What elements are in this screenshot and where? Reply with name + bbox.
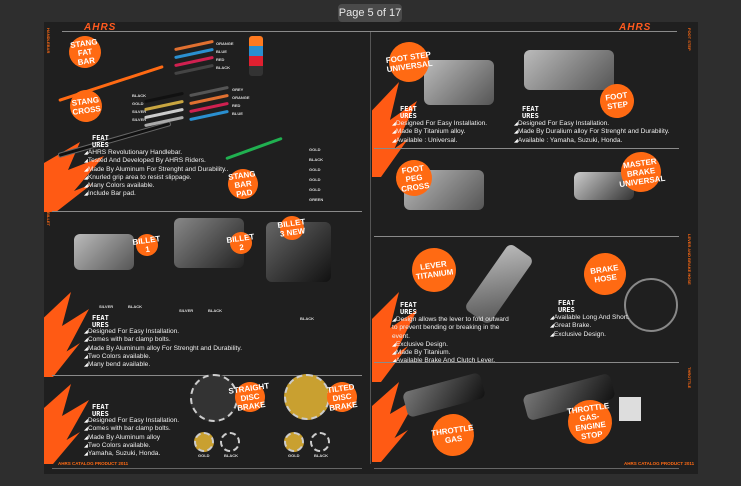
badge-throttle-gas: THROTTLE GAS — [429, 411, 477, 459]
billet-features: Designed For Easy Installation.Comes wit… — [84, 328, 242, 369]
brand-logo-left: AHRS — [84, 22, 117, 33]
feature-item: Available : Universal. — [392, 137, 487, 145]
color-label: ORANGE — [216, 41, 234, 46]
feature-item: Knurled grip area to resist slippage. — [84, 174, 228, 182]
features-heading: FEAT URES — [92, 403, 109, 418]
color-label: GOLD — [309, 177, 321, 182]
feature-item: Made By Aluminum alloy For Strenght and … — [84, 345, 242, 353]
color-label: ORANGE — [232, 95, 250, 100]
color-label: RED — [216, 57, 225, 62]
badge-stang-bar-pad: STANG BAR PAD — [226, 167, 260, 201]
feature-item: Two Colors available. — [84, 353, 242, 361]
feature-item: Many Colors available. — [84, 182, 228, 190]
variant-label: SILVER — [179, 308, 194, 313]
color-label: GOLD — [309, 167, 321, 172]
feature-item: Designed For Easy Installation. — [514, 120, 669, 128]
badge-tilted-disc: TILTED DISC BRAKE — [325, 380, 359, 414]
disc-features: Designed For Easy Installation.Comes wit… — [84, 417, 179, 458]
feature-item: Made By Aluminum For Strenght and Durabi… — [84, 166, 229, 174]
feature-item: Made By Titanium. — [392, 349, 512, 357]
features-heading: FEAT URES — [92, 134, 109, 149]
badge-straight-disc: STRAIGHT DISC BRAKE — [227, 380, 270, 414]
brake-hose-features: Available Long And Short.Great Brake.Exc… — [550, 314, 630, 339]
color-label: GREEN — [309, 197, 324, 202]
feature-item: Designed For Easy Installation. — [392, 120, 487, 128]
color-label: BLACK — [309, 157, 323, 162]
feature-item: Yamaha, Suzuki, Honda. — [84, 450, 179, 458]
footer-right: AHRS CATALOG PRODUCT 2011 — [624, 461, 695, 466]
feature-item: Tested And Developed By AHRS Riders. — [84, 157, 228, 165]
feature-item: Available : Yamaha, Suzuki, Honda. — [514, 137, 669, 145]
badge-billet-2: BILLET 2 — [226, 230, 255, 256]
feature-item: Made By Duralium alloy For Strenght and … — [514, 128, 670, 136]
feature-item: Two Colors available. — [84, 442, 179, 450]
feature-item: Many bend available. — [84, 361, 242, 369]
feature-item: AHRS Revolutionary Handlebar. — [84, 149, 228, 157]
color-label: BLACK — [132, 93, 146, 98]
side-label: THROTTLE — [687, 367, 692, 389]
color-label: GREY — [232, 87, 244, 92]
color-label: BLACK — [216, 65, 230, 70]
feature-item: Great Brake. — [550, 322, 630, 330]
lever-features: Design allows the lever to fold outward … — [392, 316, 512, 366]
badge-lever-titanium: LEVER TITANIUM — [409, 245, 459, 295]
feature-item: Exclusive Design. — [392, 341, 512, 349]
footstep-universal-features: Designed For Easy Installation.Made By T… — [392, 120, 487, 145]
variant-label: BLACK — [208, 308, 222, 313]
color-label: SILVER — [132, 109, 147, 114]
badge-brake-hose: BRAKE HOSE — [581, 250, 629, 298]
features-heading: FEAT URES — [400, 105, 417, 120]
feature-item: Include Bar pad. — [84, 190, 228, 198]
side-label: HANDLEBAR — [46, 28, 51, 54]
feature-item: Made By Aluminum alloy — [84, 434, 179, 442]
feature-item: Exclusive Design. — [550, 331, 630, 339]
feature-item: Designed For Easy Installation. — [84, 328, 242, 336]
feature-item: Available Long And Short. — [550, 314, 630, 322]
feature-item: Available Brake And Clutch Lever. — [392, 357, 512, 365]
badge-master-brake: MASTER BRAKE UNIVERSAL — [618, 149, 666, 195]
variant-label: SILVER — [99, 304, 114, 309]
brand-logo-right: AHRS — [619, 22, 652, 33]
side-label: LEVER AND BRAKE HOSE — [687, 234, 692, 285]
color-label: BLUE — [232, 111, 243, 116]
color-label: GOLD — [309, 187, 321, 192]
variant-label: BLACK — [128, 304, 142, 309]
pdf-page: AHRS AHRS HANDLEBAR FOOT STEP BILLET LEV… — [44, 22, 698, 474]
feature-item: Design allows the lever to fold outward … — [392, 316, 512, 341]
color-label: BLUE — [216, 49, 227, 54]
side-label: BILLET — [46, 212, 51, 226]
variant-label: BLACK — [224, 453, 238, 458]
features-heading: FEAT URES — [558, 299, 575, 314]
features-heading: FEAT URES — [522, 105, 539, 120]
color-label: RED — [232, 103, 241, 108]
feature-item: Comes with bar clamp bolts. — [84, 425, 179, 433]
color-label: GOLD — [132, 101, 144, 106]
badge-stang-fat-bar: STANG FAT BAR — [66, 33, 104, 71]
footer-left: AHRS CATALOG PRODUCT 2011 — [58, 461, 129, 466]
handlebar-features: AHRS Revolutionary Handlebar.Tested And … — [84, 149, 229, 199]
badge-billet-1: BILLET 1 — [132, 232, 161, 258]
page-indicator: Page 5 of 17 — [338, 4, 402, 22]
variant-label: BLACK — [300, 316, 314, 321]
footstep-features: Designed For Easy Installation.Made By D… — [514, 120, 670, 145]
side-label: FOOT STEP — [687, 28, 692, 51]
features-heading: FEAT URES — [400, 301, 417, 316]
feature-item: Comes with bar clamp bolts. — [84, 336, 242, 344]
feature-item: Designed For Easy Installation. — [84, 417, 179, 425]
color-label: GOLD — [309, 147, 321, 152]
variant-label: GOLD — [288, 453, 300, 458]
variant-label: GOLD — [198, 453, 210, 458]
grip-colors — [249, 36, 263, 76]
feature-item: Made By Titanium alloy. — [392, 128, 487, 136]
variant-label: BLACK — [314, 453, 328, 458]
features-heading: FEAT URES — [92, 314, 109, 329]
color-label: SILVER — [132, 117, 147, 122]
